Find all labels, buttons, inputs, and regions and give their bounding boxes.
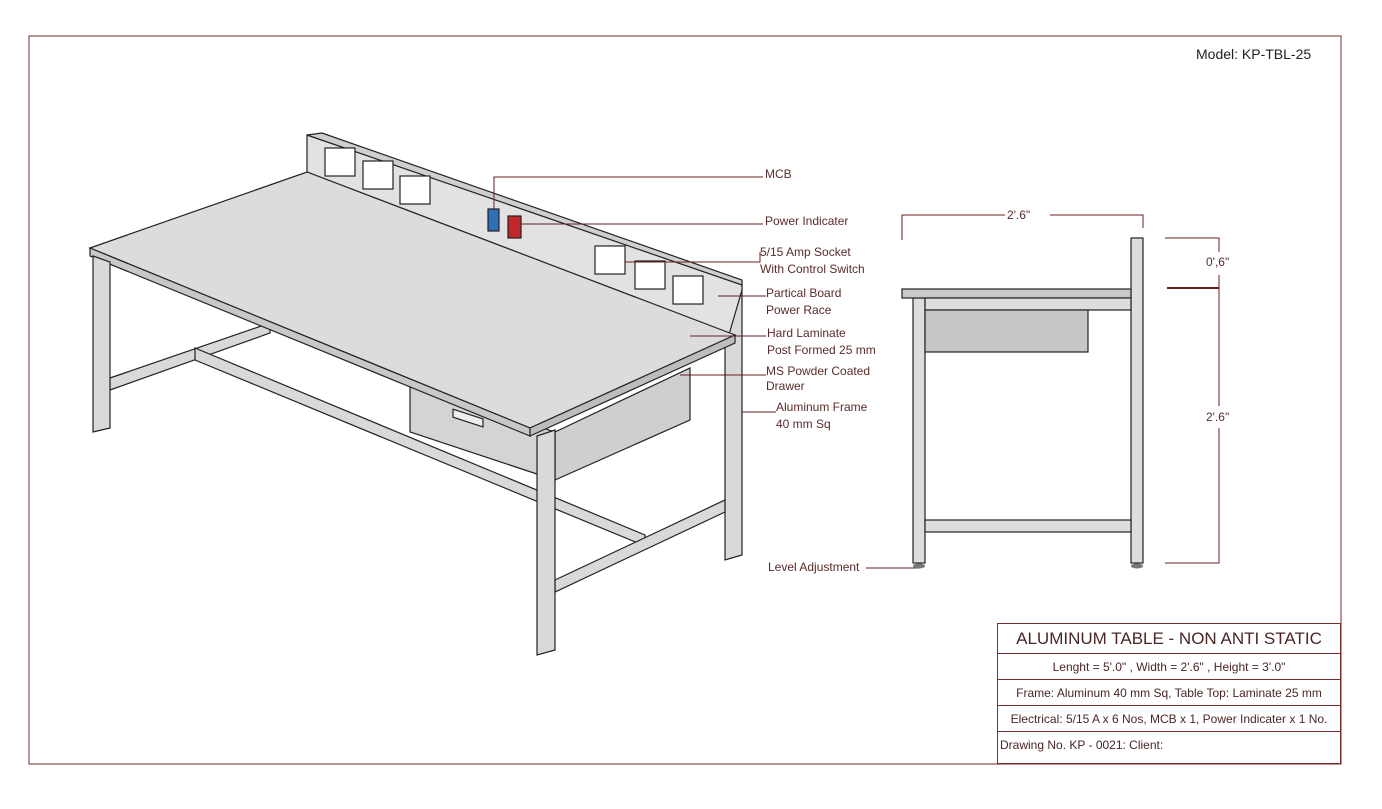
- label-laminate: Hard Laminate: [767, 326, 846, 340]
- drawer: [924, 309, 1089, 353]
- title-block-electrical: Electrical: 5/15 A x 6 Nos, MCB x 1, Pow…: [998, 706, 1340, 732]
- drawing-stroke: [901, 214, 1005, 240]
- label-level-adjustment: Level Adjustment: [768, 560, 860, 574]
- drawing-stroke: [1165, 428, 1220, 564]
- power-indicator-icon: [507, 215, 522, 239]
- socket-group-right: [594, 245, 704, 305]
- title-block: ALUMINUM TABLE - NON ANTI STATIC Lenght …: [997, 623, 1341, 764]
- dimension-lines: 2'.6" 0',6" 2'.6": [901, 208, 1229, 564]
- label-socket: 5/15 Amp Socket: [760, 245, 851, 259]
- side-elevation: [901, 237, 1144, 569]
- dim-backboard: 0',6": [1206, 255, 1229, 269]
- drawer-handle: [452, 408, 484, 428]
- front-leg: [912, 297, 926, 564]
- front-left-leg: [92, 255, 111, 433]
- label-board: Partical Board: [766, 286, 841, 300]
- socket-icon: [672, 275, 704, 305]
- label-mcb: MCB: [765, 167, 792, 181]
- bottom-rail: [924, 519, 1132, 533]
- dim-width: 2'.6": [1007, 208, 1030, 222]
- label-board-2: Power Race: [766, 303, 832, 317]
- title-block-drawing-no: Drawing No. KP - 0021: Client:: [1000, 738, 1164, 752]
- sheet-border: [28, 35, 1342, 765]
- dim-height: 2'.6": [1206, 410, 1229, 424]
- label-socket-2: With Control Switch: [760, 262, 865, 276]
- mcb-switch-icon: [487, 208, 500, 232]
- top-slab: [901, 288, 1132, 299]
- socket-icon: [594, 245, 626, 275]
- back-leg: [1130, 237, 1144, 564]
- label-frame: Aluminum Frame: [776, 400, 868, 414]
- socket-group-left: [324, 147, 431, 205]
- socket-icon: [634, 260, 666, 290]
- label-frame-2: 40 mm Sq: [776, 417, 831, 431]
- drawing-stroke: [625, 252, 761, 263]
- callout-labels: MCB Power Indicater 5/15 Amp Socket With…: [760, 167, 876, 574]
- drawing-stroke: [306, 132, 743, 286]
- title-block-title: ALUMINUM TABLE - NON ANTI STATIC: [998, 624, 1340, 654]
- label-power-indicator: Power Indicater: [765, 214, 848, 228]
- level-foot-icon: [1131, 563, 1143, 569]
- socket-icon: [324, 147, 356, 177]
- title-block-size: Lenght = 5'.0" , Width = 2'.6" , Height …: [998, 654, 1340, 680]
- front-right-leg: [536, 429, 556, 656]
- level-foot-icon: [913, 563, 925, 569]
- callout-leaders: [493, 176, 920, 569]
- title-block-material: Frame: Aluminum 40 mm Sq, Table Top: Lam…: [998, 680, 1340, 706]
- label-laminate-2: Post Formed 25 mm: [767, 343, 876, 357]
- drawing-stroke: [1050, 214, 1144, 228]
- drawing-stroke: [1165, 237, 1220, 252]
- drawing-stroke: [493, 176, 763, 209]
- isometric-table: [88, 132, 743, 656]
- socket-icon: [362, 160, 394, 190]
- label-drawer-2: Drawer: [766, 379, 805, 393]
- drawing-stroke: [529, 334, 736, 437]
- socket-icon: [399, 175, 431, 205]
- model-number: Model: KP-TBL-25: [1196, 46, 1312, 62]
- top-rail: [924, 297, 1132, 311]
- label-drawer: MS Powder Coated: [766, 364, 870, 378]
